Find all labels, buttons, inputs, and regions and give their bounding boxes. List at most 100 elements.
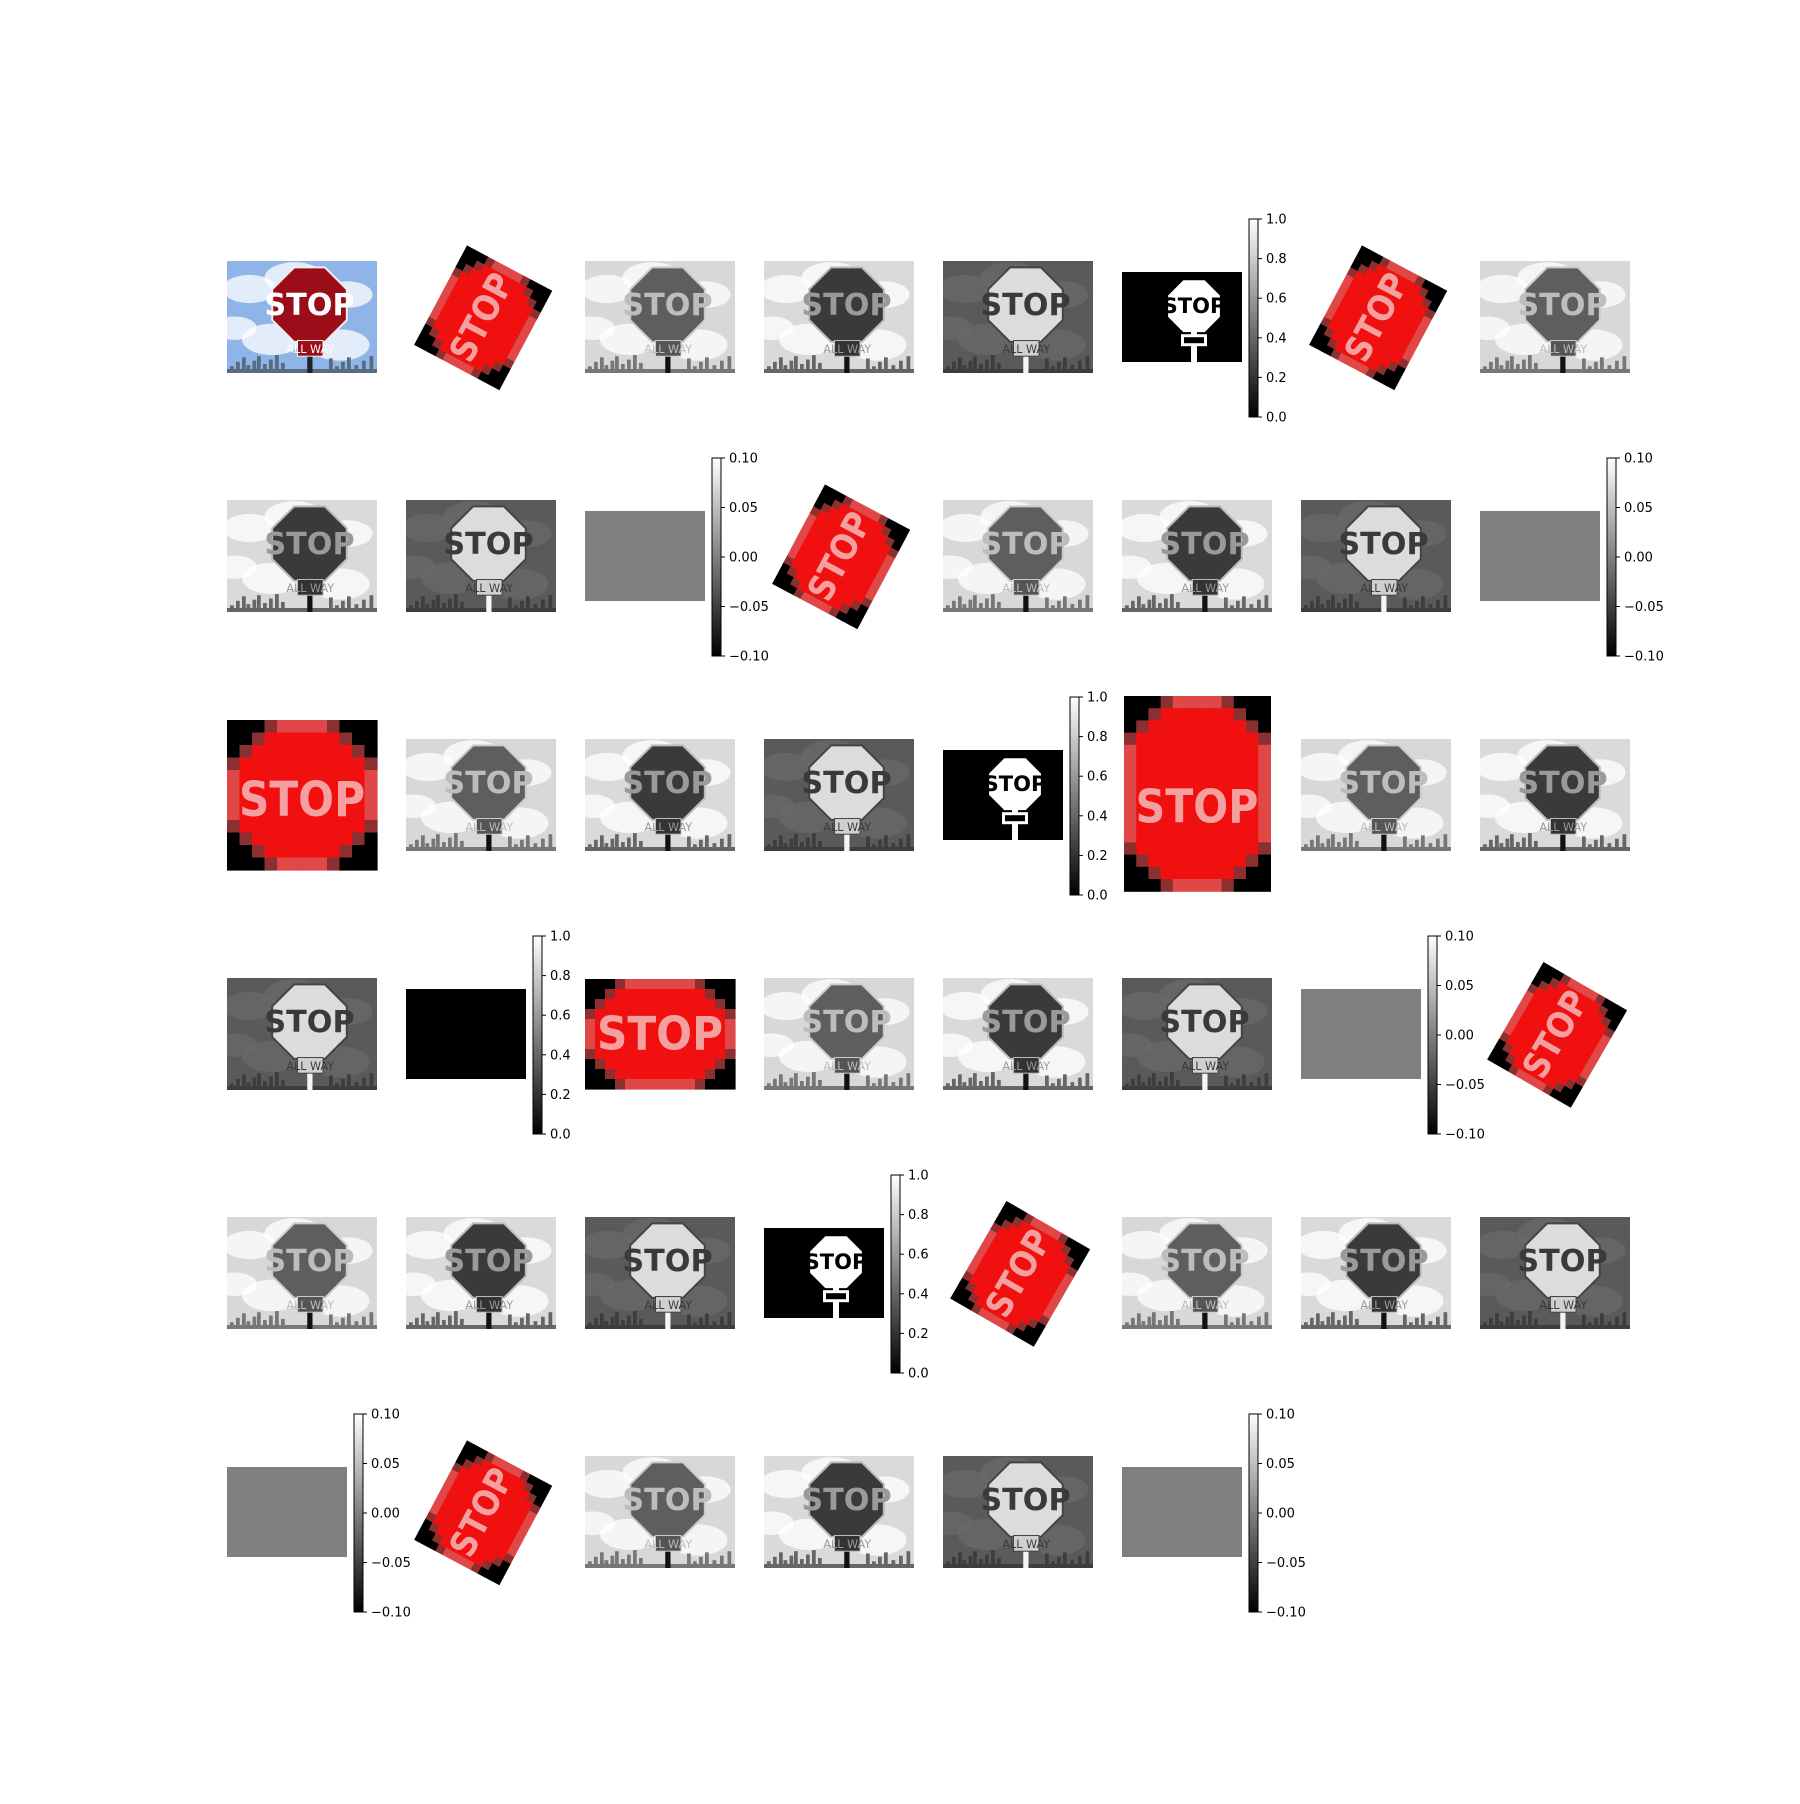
cloud: [1122, 555, 1152, 579]
pixel-cell: [1233, 769, 1247, 782]
cloud: [1122, 513, 1172, 543]
pixel-cell: [705, 1029, 716, 1040]
pixel-cell: [364, 832, 378, 846]
pixel-cell: [645, 1069, 656, 1080]
pixel-cell: [1233, 757, 1247, 770]
skyline-building: [1264, 595, 1269, 612]
colorbar-tick-label: −0.10: [1445, 1128, 1485, 1143]
pixel-cell: [635, 1079, 646, 1090]
skyline-building: [1326, 1316, 1331, 1329]
pixel-cell: [1197, 805, 1210, 819]
pixel-cell: [675, 1029, 686, 1040]
pixel-cell: [685, 999, 696, 1010]
pixel-cell: [1258, 757, 1271, 770]
pixel-cell: [645, 1049, 656, 1060]
skyline-building: [329, 1314, 333, 1329]
skyline-building: [968, 599, 973, 612]
pixel-cell: [1172, 769, 1186, 782]
stop-sign-text: STOP: [1517, 1244, 1607, 1279]
pixel-cell: [540, 1481, 553, 1494]
skyline-building: [257, 1073, 261, 1090]
ground-strip: [585, 847, 735, 851]
pixel-cell: [1221, 732, 1235, 746]
skyline-building: [794, 834, 798, 851]
cloud: [227, 991, 277, 1021]
pixel-cell: [264, 795, 278, 809]
stop-sign-text: STOP: [622, 1244, 712, 1279]
pixel-cell: [705, 1059, 716, 1070]
colorbar-tick-label: 0.05: [1624, 501, 1653, 516]
skyline-building: [1343, 598, 1347, 612]
skyline-building: [1349, 833, 1353, 851]
pixel-cell: [314, 732, 328, 746]
skyline-building: [252, 1077, 257, 1090]
skyline-building: [1152, 1073, 1156, 1090]
skyline-building: [1600, 1313, 1604, 1329]
pixel-cell: [289, 857, 303, 871]
pixel-cell: [1258, 805, 1271, 819]
skyline-building: [1522, 1315, 1526, 1329]
pixel-cell: [1246, 879, 1259, 892]
skyline-building: [431, 838, 436, 851]
pixel-cell: [289, 832, 303, 846]
skyline-building: [454, 594, 458, 612]
pixel-cell: [327, 770, 341, 784]
skyline-building: [1310, 839, 1314, 851]
colorbar-tick-label: 0.00: [1624, 551, 1653, 566]
skyline-building: [548, 834, 553, 851]
skyline-building: [1224, 1075, 1228, 1090]
pixel-cell: [289, 782, 303, 796]
skyline-building: [1349, 594, 1353, 612]
skyline-building: [985, 1554, 989, 1568]
pixel-cell: [352, 757, 366, 771]
pixel-cell: [685, 1039, 696, 1050]
pixel-cell: [615, 1049, 626, 1060]
skyline-building: [600, 357, 604, 373]
pixel-cell: [1136, 805, 1149, 819]
ground-strip: [764, 1564, 914, 1568]
pixel-cell: [227, 857, 241, 871]
skyline-building: [1343, 837, 1347, 851]
skyline-building: [627, 1554, 631, 1568]
skyline-building: [979, 1081, 983, 1090]
pixel-cell: [665, 989, 676, 1000]
cloud: [406, 794, 436, 818]
pixel-cell: [1258, 744, 1271, 758]
skyline-building: [979, 603, 983, 612]
skyline-building: [415, 1317, 419, 1329]
mask-sign: [810, 1236, 862, 1289]
pixel-cell: [289, 845, 303, 859]
skyline-building: [906, 356, 911, 373]
cloud: [764, 1469, 814, 1499]
all-way-plaque: [297, 340, 324, 357]
pixel-cell: [1185, 805, 1198, 819]
pixel-cell: [635, 1039, 646, 1050]
pixel-cell: [1185, 793, 1198, 807]
skyline-building: [508, 597, 512, 612]
skyline-building: [633, 1550, 637, 1568]
skyline-building: [968, 1077, 973, 1090]
skyline-building: [1415, 1317, 1419, 1329]
pixel-cell: [239, 720, 253, 734]
all-way-text: ALL WAY: [1360, 1299, 1408, 1312]
pixel-cell: [1233, 879, 1247, 892]
skyline-building: [436, 834, 440, 851]
pixel-cell: [585, 1059, 596, 1070]
pixel-cell: [1209, 805, 1223, 819]
skyline-building: [442, 1320, 446, 1329]
pixel-cell: [352, 770, 366, 784]
pixel-cell: [715, 999, 726, 1010]
skyline-building: [1355, 1318, 1359, 1329]
skyline-building: [866, 1075, 870, 1090]
skyline-building: [610, 1316, 615, 1329]
pixel-cell: [1197, 732, 1210, 746]
pixel-cell: [665, 1009, 676, 1020]
pixel-cell: [665, 1059, 676, 1070]
pixel-cell: [645, 1009, 656, 1020]
skyline-building: [866, 1553, 870, 1568]
all-way-text: ALL WAY: [644, 1538, 692, 1551]
